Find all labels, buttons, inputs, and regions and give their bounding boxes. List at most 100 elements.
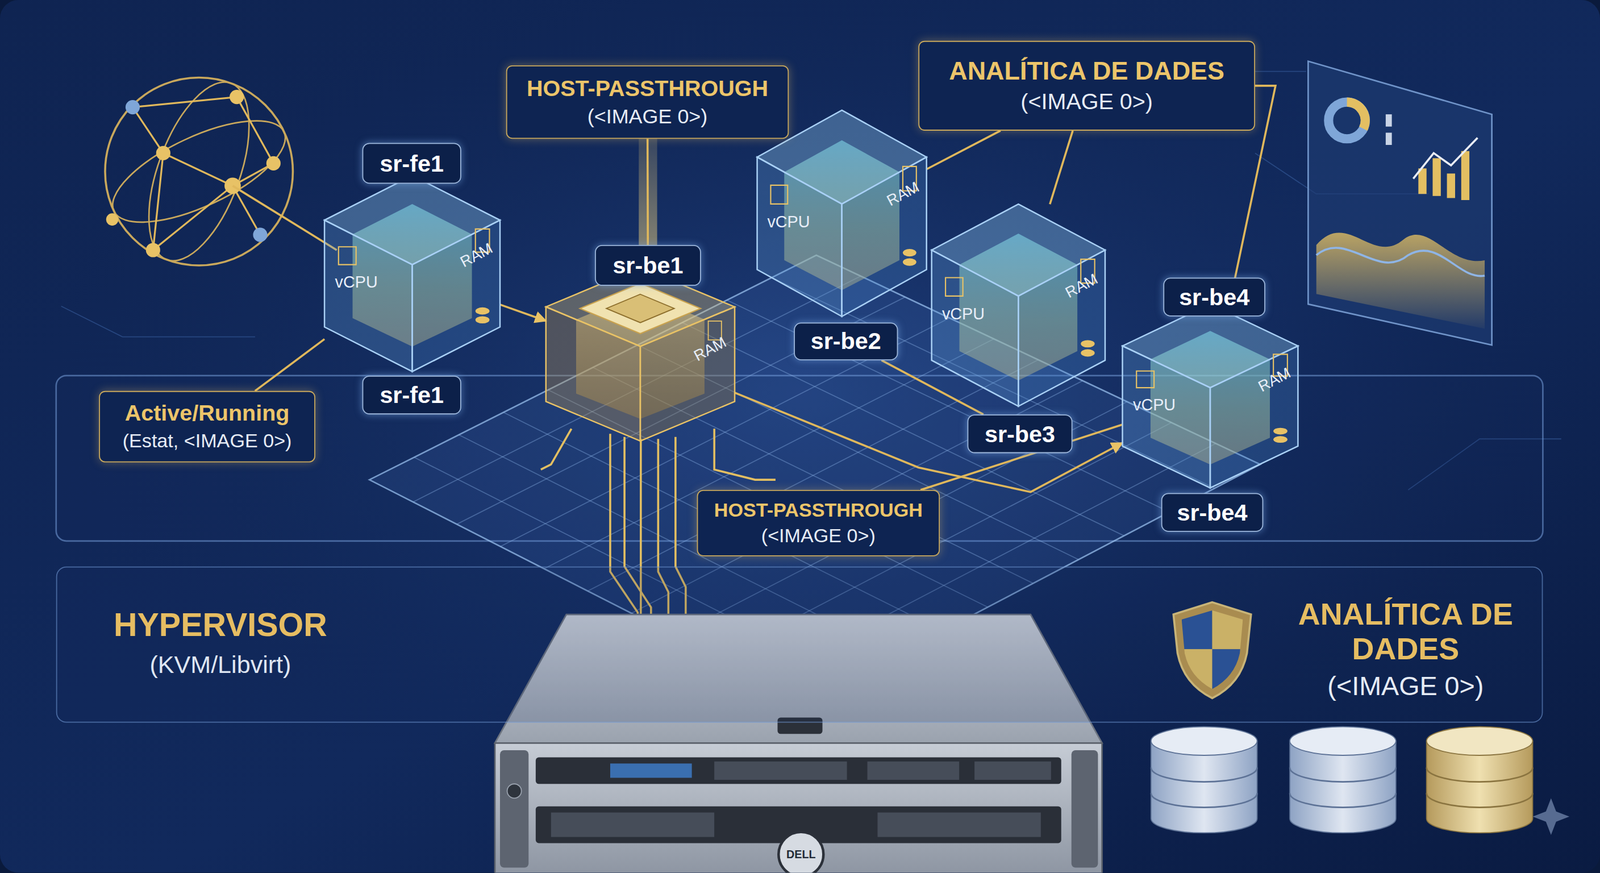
database-ring bbox=[1289, 767, 1397, 808]
rack-ear bbox=[1071, 750, 1099, 868]
cpu-icon bbox=[1136, 371, 1154, 388]
callout-heading: Active/Running bbox=[125, 401, 290, 427]
vm-cube: vCPURAM bbox=[931, 203, 1106, 407]
disk-icon bbox=[475, 307, 490, 315]
network-dot bbox=[266, 156, 281, 171]
host-server-cube: RAM bbox=[546, 267, 735, 441]
legend-bar bbox=[1385, 132, 1393, 145]
callout-detail: (<IMAGE 0>) bbox=[1020, 89, 1153, 114]
server-top bbox=[494, 614, 1103, 743]
name-tag: sr-be1 bbox=[594, 244, 702, 286]
callout-box: Active/Running(Estat, <IMAGE 0>) bbox=[98, 390, 316, 463]
shield-quadrant bbox=[1173, 648, 1212, 700]
cpu-icon bbox=[945, 277, 964, 296]
cube-shape bbox=[931, 203, 1106, 407]
cpu-label: vCPU bbox=[942, 305, 985, 324]
vm-name: sr-be1 bbox=[612, 251, 683, 279]
shield-quadrant bbox=[1212, 602, 1254, 650]
line-chart bbox=[1316, 247, 1485, 277]
cube-left-face bbox=[324, 219, 412, 372]
vm-cube: vCPURAM bbox=[324, 175, 500, 372]
callout-box: HOST-PASSTHROUGH (<IMAGE 0>) bbox=[506, 65, 789, 139]
globe-orbit bbox=[99, 100, 299, 243]
callout-heading: HOST-PASSTHROUGH bbox=[714, 499, 923, 522]
cpu-icon bbox=[338, 246, 357, 265]
globe-outline bbox=[105, 77, 293, 265]
cpu-label: vCPU bbox=[335, 273, 378, 292]
band-title: HYPERVISOR bbox=[87, 606, 353, 644]
power-button bbox=[507, 783, 522, 798]
globe bbox=[99, 69, 337, 274]
callout-detail: (<IMAGE 0>) bbox=[1301, 668, 1511, 703]
drive-row bbox=[535, 757, 1062, 785]
legend-bar bbox=[1385, 114, 1393, 127]
donut-slice bbox=[1347, 102, 1366, 129]
disk-icon bbox=[1080, 349, 1095, 357]
dashboard bbox=[1307, 61, 1492, 345]
network-dot bbox=[125, 100, 140, 115]
network-dot bbox=[156, 146, 171, 161]
callout-heading: ANALÍTICA DE DADES bbox=[1296, 592, 1516, 672]
cpu-die bbox=[606, 294, 675, 323]
cube-left-face bbox=[931, 250, 1019, 407]
callout-heading: HOST-PASSTHROUGH bbox=[526, 76, 769, 102]
wire bbox=[540, 428, 572, 470]
network-dot bbox=[252, 227, 268, 242]
drive-bay bbox=[551, 812, 715, 837]
bar bbox=[1447, 173, 1456, 198]
server-front bbox=[494, 742, 1103, 873]
bar bbox=[1461, 151, 1470, 200]
vm-name: sr-fe1 bbox=[379, 149, 444, 177]
cube-right-face bbox=[1018, 250, 1106, 407]
disk-icon bbox=[902, 248, 917, 257]
connector-line bbox=[255, 339, 325, 391]
network-dot bbox=[229, 89, 244, 104]
vm-name: sr-be4 bbox=[1178, 282, 1250, 311]
disk-icon bbox=[1273, 427, 1288, 435]
shield-quadrant bbox=[1212, 648, 1254, 700]
database bbox=[1426, 726, 1533, 833]
cpu-label: vCPU bbox=[1132, 396, 1176, 415]
hypervisor-band: HYPERVISOR (KVM/Libvirt) bbox=[56, 566, 1544, 723]
vm-name: sr-be4 bbox=[1177, 498, 1248, 526]
name-tag: sr-be4 bbox=[1161, 492, 1264, 532]
name-tag: sr-be3 bbox=[967, 414, 1073, 453]
database bbox=[1289, 726, 1397, 833]
vm-name: sr-fe1 bbox=[379, 381, 444, 409]
cube-right-face bbox=[1210, 346, 1298, 489]
database-ring bbox=[1151, 767, 1258, 808]
database bbox=[1151, 726, 1258, 833]
disk-icon bbox=[1080, 339, 1095, 348]
name-tag: sr-fe1 bbox=[362, 375, 462, 415]
drive-bay bbox=[877, 812, 1041, 837]
cube-shape bbox=[757, 110, 927, 317]
brand-logo: DELL bbox=[778, 843, 824, 865]
name-tag: sr-be4 bbox=[1163, 277, 1266, 316]
band-text: HYPERVISOR (KVM/Libvirt) bbox=[87, 606, 353, 679]
logo-badge bbox=[778, 831, 824, 873]
wire bbox=[714, 428, 776, 480]
connector-line bbox=[926, 130, 1001, 170]
cube-right-face bbox=[842, 156, 927, 316]
band-subtitle: (KVM/Libvirt) bbox=[87, 650, 353, 679]
callout-detail: (<IMAGE 0>) bbox=[587, 105, 708, 128]
network-links bbox=[132, 97, 274, 250]
vm-cube: vCPURAM bbox=[757, 110, 927, 317]
security-shield bbox=[1173, 602, 1253, 700]
database-stack bbox=[1151, 726, 1533, 833]
cube-left-face bbox=[1122, 346, 1211, 489]
drive-bay bbox=[867, 761, 960, 780]
cpu-icon bbox=[770, 185, 788, 204]
disk-icon bbox=[1273, 435, 1288, 443]
rack-ear bbox=[500, 750, 529, 868]
server-latch bbox=[777, 717, 823, 735]
name-tag: sr-fe1 bbox=[362, 142, 462, 184]
name-tag: sr-be2 bbox=[793, 322, 898, 361]
network-dot bbox=[106, 213, 119, 226]
rack-server bbox=[494, 614, 1103, 873]
network-dot bbox=[224, 177, 241, 194]
drive-bay bbox=[974, 761, 1052, 780]
cube-right-face bbox=[412, 219, 500, 372]
